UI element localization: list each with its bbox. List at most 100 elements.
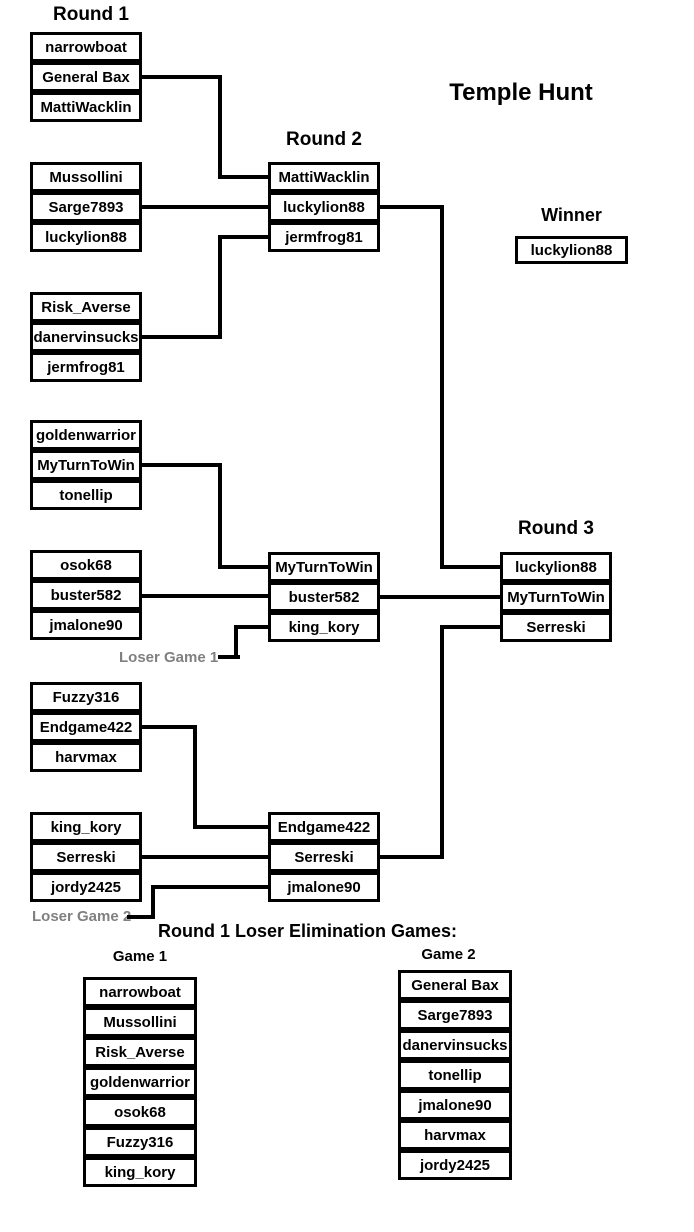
player-box: tonellip [398,1060,512,1090]
connector-line [142,855,268,859]
game1-heading: Game 1 [112,948,168,965]
player-box: Serreski [30,842,142,872]
round1-group-3: Risk_Averse danervinsucks jermfrog81 [30,292,142,382]
player-box: Serreski [500,612,612,642]
connector-line [218,565,268,569]
round2-heading: Round 2 [286,129,362,150]
player-box: Risk_Averse [30,292,142,322]
connector-line [142,205,268,209]
player-box: osok68 [83,1097,197,1127]
player-box: Mussollini [30,162,142,192]
round1-group-7: king_kory Serreski jordy2425 [30,812,142,902]
player-box: goldenwarrior [83,1067,197,1097]
player-box: Fuzzy316 [30,682,142,712]
round1-group-5: osok68 buster582 jmalone90 [30,550,142,640]
connector-line [142,75,222,79]
connector-line [218,175,268,179]
player-box: king_kory [268,612,380,642]
connector-line [234,625,238,659]
winner-player-box: luckylion88 [515,236,628,264]
round3-group: luckylion88 MyTurnToWin Serreski [500,552,612,642]
elimination-heading: Round 1 Loser Elimination Games: [158,921,458,941]
connector-line [142,463,222,467]
player-box: jmalone90 [30,610,142,640]
connector-line [380,595,500,599]
player-box: MattiWacklin [30,92,142,122]
player-box: Fuzzy316 [83,1127,197,1157]
round1-group-1: narrowboat General Bax MattiWacklin [30,32,142,122]
connector-line [380,205,444,209]
player-box: luckylion88 [30,222,142,252]
connector-line [234,625,268,629]
elimination-game1-list: narrowboat Mussollini Risk_Averse golden… [83,977,197,1187]
elimination-game2-list: General Bax Sarge7893 danervinsucks tone… [398,970,512,1180]
round1-group-6: Fuzzy316 Endgame422 harvmax [30,682,142,772]
connector-line [440,625,444,859]
player-box: Mussollini [83,1007,197,1037]
player-box: Sarge7893 [30,192,142,222]
player-box: king_kory [83,1157,197,1187]
connector-line [218,75,222,179]
player-box: danervinsucks [398,1030,512,1060]
round1-group-4: goldenwarrior MyTurnToWin tonellip [30,420,142,510]
connector-line [151,885,155,919]
winner-box: luckylion88 [515,236,628,264]
player-box: MyTurnToWin [268,552,380,582]
connector-line [142,594,268,598]
player-box: goldenwarrior [30,420,142,450]
player-box: MyTurnToWin [500,582,612,612]
player-box: harvmax [398,1120,512,1150]
player-box: luckylion88 [268,192,380,222]
connector-line [218,463,222,569]
connector-line [380,855,444,859]
player-box: jmalone90 [268,872,380,902]
player-box: Endgame422 [268,812,380,842]
player-box: Risk_Averse [83,1037,197,1067]
player-box: MattiWacklin [268,162,380,192]
player-box: jermfrog81 [268,222,380,252]
player-box: jordy2425 [30,872,142,902]
player-box: tonellip [30,480,142,510]
connector-line [218,235,268,239]
player-box: Sarge7893 [398,1000,512,1030]
loser-game-1-label: Loser Game 1 [119,649,219,666]
player-box: MyTurnToWin [30,450,142,480]
player-box: danervinsucks [30,322,142,352]
winner-heading: Winner [541,205,602,225]
player-box: narrowboat [30,32,142,62]
round2-group-1: MattiWacklin luckylion88 jermfrog81 [268,162,380,252]
loser-game-2-label: Loser Game 2 [32,908,132,925]
player-box: narrowboat [83,977,197,1007]
player-box: General Bax [398,970,512,1000]
connector-line [193,725,197,829]
connector-line [440,565,500,569]
player-box: buster582 [30,580,142,610]
connector-line [127,915,155,919]
connector-line [440,625,500,629]
round2-group-2: MyTurnToWin buster582 king_kory [268,552,380,642]
player-box: osok68 [30,550,142,580]
player-box: General Bax [30,62,142,92]
connector-line [193,825,268,829]
round1-heading: Round 1 [53,4,129,25]
game2-heading: Game 2 [421,946,476,963]
player-box: jmalone90 [398,1090,512,1120]
round3-heading: Round 3 [518,518,594,539]
player-box: king_kory [30,812,142,842]
round1-group-2: Mussollini Sarge7893 luckylion88 [30,162,142,252]
page-title: Temple Hunt [449,79,593,106]
connector-line [218,235,222,339]
connector-line [218,655,240,659]
player-box: Endgame422 [30,712,142,742]
player-box: harvmax [30,742,142,772]
player-box: jermfrog81 [30,352,142,382]
round2-group-3: Endgame422 Serreski jmalone90 [268,812,380,902]
connector-line [142,335,222,339]
connector-line [142,725,197,729]
player-box: buster582 [268,582,380,612]
player-box: luckylion88 [500,552,612,582]
player-box: jordy2425 [398,1150,512,1180]
connector-line [440,205,444,569]
connector-line [151,885,268,889]
